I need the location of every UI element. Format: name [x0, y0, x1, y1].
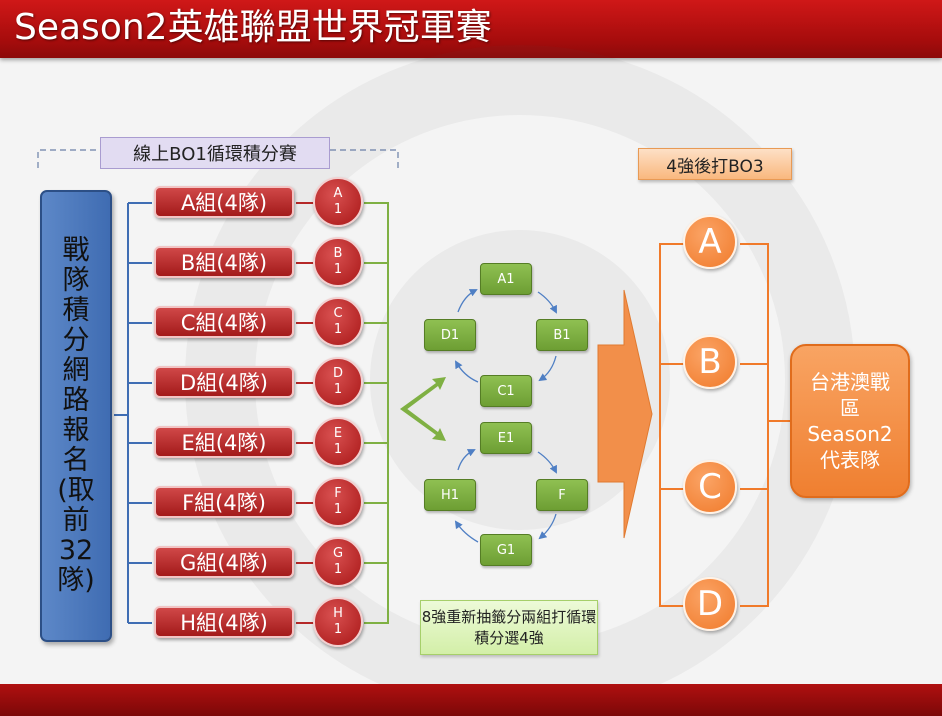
round-robin-arrows — [454, 289, 557, 543]
rr-node-b1: B1 — [536, 319, 588, 351]
rr-node-f: F — [536, 479, 588, 511]
winner-box: 台港澳戰區Season2代表隊 — [790, 344, 910, 498]
rr-node-e1: E1 — [480, 422, 532, 454]
title-bar: Season2英雄聯盟世界冠軍賽 — [0, 0, 942, 58]
final-circle-a: A — [683, 215, 737, 269]
rr-node-h1: H1 — [424, 479, 476, 511]
split-arrows — [400, 377, 446, 441]
finals-bracket — [659, 243, 790, 607]
rr-node-d1: D1 — [424, 319, 476, 351]
group-box-a: A組(4隊) — [154, 186, 294, 218]
final-circle-b: B — [683, 335, 737, 389]
seed-bracket — [364, 202, 389, 624]
seed-circle-f1: F1 — [313, 477, 363, 527]
seed-circle-b1: B1 — [313, 237, 363, 287]
rr-node-g1: G1 — [480, 534, 532, 566]
group-box-f: F組(4隊) — [154, 486, 294, 518]
stage2-callout: 8強重新抽籤分兩組打循環積分選4強 — [420, 600, 598, 655]
stage3-callout: 4強後打BO3 — [638, 148, 792, 180]
rr-node-a1: A1 — [480, 263, 532, 295]
seed-circle-e1: E1 — [313, 417, 363, 467]
seed-circle-c1: C1 — [313, 297, 363, 347]
seed-circle-a1: A1 — [313, 177, 363, 227]
rr-node-c1: C1 — [480, 375, 532, 407]
page-title: Season2英雄聯盟世界冠軍賽 — [14, 7, 492, 48]
final-circle-d: D — [683, 577, 737, 631]
seed-circle-g1: G1 — [313, 537, 363, 587]
group-to-seed-connectors — [296, 202, 314, 624]
final-circle-c: C — [683, 460, 737, 514]
group-box-e: E組(4隊) — [154, 426, 294, 458]
group-box-g: G組(4隊) — [154, 546, 294, 578]
bottom-bar — [0, 684, 942, 716]
seed-circle-h1: H1 — [313, 597, 363, 647]
group-box-d: D組(4隊) — [154, 366, 294, 398]
advance-arrow — [597, 289, 653, 539]
registration-to-groups-bracket — [114, 202, 152, 624]
group-box-b: B組(4隊) — [154, 246, 294, 278]
seed-circle-d1: D1 — [313, 357, 363, 407]
stage1-callout: 線上BO1循環積分賽 — [100, 137, 330, 169]
group-box-h: H組(4隊) — [154, 606, 294, 638]
group-box-c: C組(4隊) — [154, 306, 294, 338]
registration-box: 戰隊積分網路報名(取前32隊) — [40, 190, 112, 642]
